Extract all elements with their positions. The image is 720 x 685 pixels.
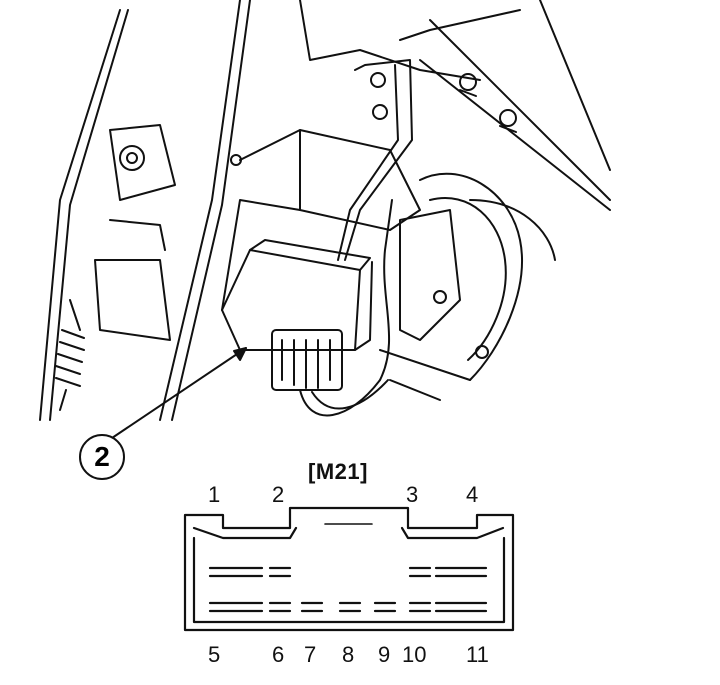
pin-label-9: 9	[378, 642, 391, 667]
connector-face	[183, 506, 515, 632]
pin-label-4: 4	[466, 482, 479, 507]
mounting-bracket	[109, 59, 413, 261]
pin-label-8: 8	[342, 642, 355, 667]
callout-leader-line	[111, 347, 247, 439]
pin-label-2: 2	[272, 482, 285, 507]
control-module	[221, 129, 421, 351]
pedal-bracket	[379, 172, 556, 401]
pin-label-6: 6	[272, 642, 285, 667]
pin-label-7: 7	[304, 642, 317, 667]
connector-name: [M21]	[308, 459, 368, 484]
dash-panel	[39, 0, 611, 421]
upper-bolts	[119, 72, 517, 171]
pin-label-3: 3	[406, 482, 419, 507]
pin-label-1: 1	[208, 482, 221, 507]
pin-label-10: 10	[402, 642, 427, 667]
callout-arrowhead	[233, 347, 247, 361]
pin-label-5: 5	[208, 642, 221, 667]
return-spring	[55, 219, 171, 411]
callout-number: 2	[79, 434, 125, 480]
module-harness-connector	[271, 199, 393, 417]
pin-label-11: 11	[466, 642, 489, 667]
